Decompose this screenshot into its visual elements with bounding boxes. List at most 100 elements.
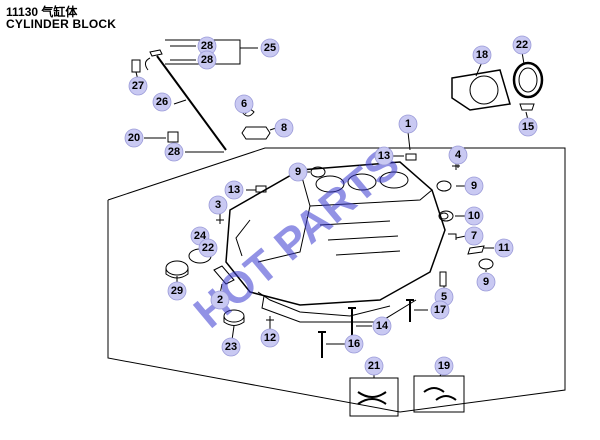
callout-number: 3 — [215, 199, 221, 211]
callout-number: 2 — [217, 294, 223, 306]
callout-bubble — [167, 281, 187, 301]
callout-number: 26 — [156, 96, 168, 108]
block-lower-flange — [261, 295, 417, 323]
dipstick-handle — [149, 49, 163, 57]
callout-bubble — [198, 238, 218, 258]
callout-number: 10 — [468, 210, 480, 222]
callout-bubble — [464, 206, 484, 226]
callout-4-14: 4 — [448, 145, 468, 165]
callout-bubble — [260, 38, 280, 58]
callout-number: 6 — [241, 98, 247, 110]
callout-bubble — [494, 238, 514, 258]
callout-number: 23 — [225, 341, 237, 353]
callout-bubble — [448, 145, 468, 165]
callout-number: 7 — [471, 230, 477, 242]
callout-number: 5 — [441, 291, 447, 303]
callout-13-17: 13 — [224, 180, 244, 200]
callout-number: 28 — [201, 54, 213, 66]
plug-9-lower — [478, 258, 494, 270]
bolt-12 — [266, 316, 274, 324]
callout-bubble — [472, 45, 492, 65]
seal-retainer-part — [451, 69, 511, 111]
oil-seal-part — [512, 61, 544, 99]
bolt-14 — [348, 307, 356, 336]
callout-bubble — [164, 142, 184, 162]
box-19 — [413, 375, 465, 413]
callout-bubble — [274, 118, 294, 138]
callout-19-34: 19 — [434, 356, 454, 376]
callout-9-16: 9 — [464, 176, 484, 196]
callout-27-3: 27 — [128, 76, 148, 96]
callout-bubble — [210, 290, 230, 310]
cylinder-block-body — [225, 161, 446, 306]
callout-bubble — [152, 92, 172, 112]
callout-number: 28 — [168, 146, 180, 158]
callout-number: 21 — [368, 360, 380, 372]
callout-bubble — [464, 176, 484, 196]
callout-bubble — [476, 272, 496, 292]
callout-number: 22 — [202, 242, 214, 254]
sensor-5 — [439, 271, 447, 287]
callout-number: 19 — [438, 360, 450, 372]
callout-bubble — [208, 195, 228, 215]
callout-bubble — [364, 356, 384, 376]
plug-13-left — [255, 185, 267, 193]
callout-bubble — [434, 356, 454, 376]
callout-8-6: 8 — [274, 118, 294, 138]
plug-9-top — [310, 166, 326, 178]
callout-number: 9 — [471, 180, 477, 192]
callout-29-25: 29 — [167, 281, 187, 301]
callout-number: 24 — [194, 230, 207, 242]
callout-number: 28 — [201, 40, 213, 52]
callout-bubble — [464, 226, 484, 246]
callout-number: 8 — [281, 122, 287, 134]
callout-2-26: 2 — [210, 290, 230, 310]
gasket-part — [241, 126, 271, 140]
dowel-pin-2 — [213, 265, 235, 285]
callout-number: 9 — [295, 166, 301, 178]
callout-number: 13 — [378, 150, 390, 162]
plug-10 — [438, 210, 454, 222]
callout-number: 22 — [516, 39, 528, 51]
callout-number: 13 — [228, 184, 240, 196]
callout-number: 1 — [405, 118, 411, 130]
callout-11-23: 11 — [494, 238, 514, 258]
callout-bubble — [374, 146, 394, 166]
callout-bubble — [398, 114, 418, 134]
plug-13-top — [405, 153, 417, 161]
callout-number: 15 — [522, 121, 534, 133]
bearing-shell-29 — [165, 260, 189, 276]
callout-6-5: 6 — [234, 94, 254, 114]
callout-number: 18 — [476, 49, 488, 61]
callout-17-28: 17 — [430, 300, 450, 320]
callout-bubble — [124, 128, 144, 148]
dipstick-loop — [144, 57, 151, 71]
callout-bubble — [224, 180, 244, 200]
callout-10-19: 10 — [464, 206, 484, 226]
callout-bubble — [197, 50, 217, 70]
seal-square-part — [167, 131, 179, 143]
callout-12-30: 12 — [260, 328, 280, 348]
callout-number: 14 — [376, 320, 389, 332]
callout-3-18: 3 — [208, 195, 228, 215]
callout-bubble — [260, 328, 280, 348]
callout-9-24: 9 — [476, 272, 496, 292]
fitting-11 — [467, 245, 485, 255]
callout-number: 17 — [434, 304, 446, 316]
callout-22-22: 22 — [198, 238, 218, 258]
assembly-frame — [107, 147, 566, 413]
callout-bubble — [234, 94, 254, 114]
callout-bubble — [372, 316, 392, 336]
callout-number: 12 — [264, 332, 276, 344]
callout-26-4: 26 — [152, 92, 172, 112]
callout-number: 11 — [498, 242, 510, 254]
callout-18-9: 18 — [472, 45, 492, 65]
clip-part — [131, 59, 141, 73]
plug-9-right — [436, 180, 452, 192]
dipstick-rod — [156, 55, 227, 151]
callout-28-0: 28 — [197, 36, 217, 56]
callout-bubble — [430, 300, 450, 320]
